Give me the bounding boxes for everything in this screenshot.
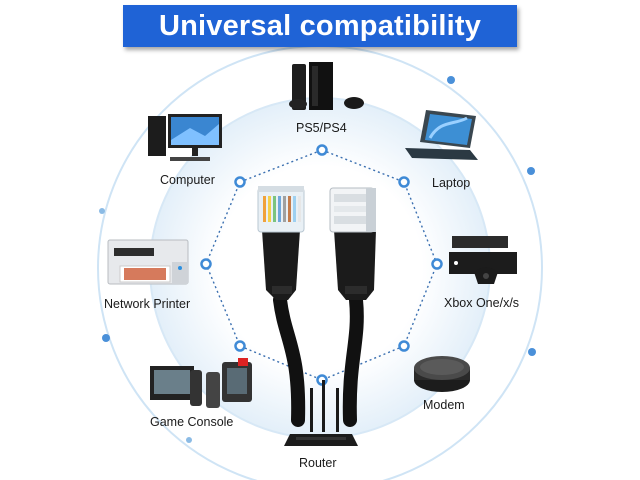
label-computer: Computer xyxy=(160,173,215,187)
game-console-tower-icon xyxy=(289,62,364,110)
label-network-printer: Network Printer xyxy=(104,297,191,311)
ring-dot xyxy=(447,76,455,84)
label-modem: Modem xyxy=(423,398,465,412)
ring-dot xyxy=(186,437,192,443)
ethernet-cable-icon xyxy=(257,186,376,427)
router-icon xyxy=(284,380,358,446)
title-banner: Universal compatibility xyxy=(123,5,517,47)
label-router: Router xyxy=(299,456,337,470)
printer-icon xyxy=(107,239,189,285)
modem-icon xyxy=(414,356,470,392)
label-xbox: Xbox One/x/s xyxy=(444,296,520,310)
ring-dot xyxy=(528,348,536,356)
octagon-path xyxy=(205,149,438,381)
ring-dot xyxy=(527,167,535,175)
ring-dot xyxy=(99,208,105,214)
octagon-nodes xyxy=(200,144,443,386)
label-ps5-ps4: PS5/PS4 xyxy=(296,121,347,135)
laptop-icon xyxy=(405,110,478,160)
page-title: Universal compatibility xyxy=(158,9,482,42)
label-laptop: Laptop xyxy=(432,176,471,190)
label-game-console: Game Console xyxy=(150,415,234,429)
handheld-console-icon xyxy=(150,358,252,408)
ring-dot xyxy=(102,334,110,342)
xbox-console-icon xyxy=(449,236,517,284)
desktop-computer-icon xyxy=(148,114,222,161)
